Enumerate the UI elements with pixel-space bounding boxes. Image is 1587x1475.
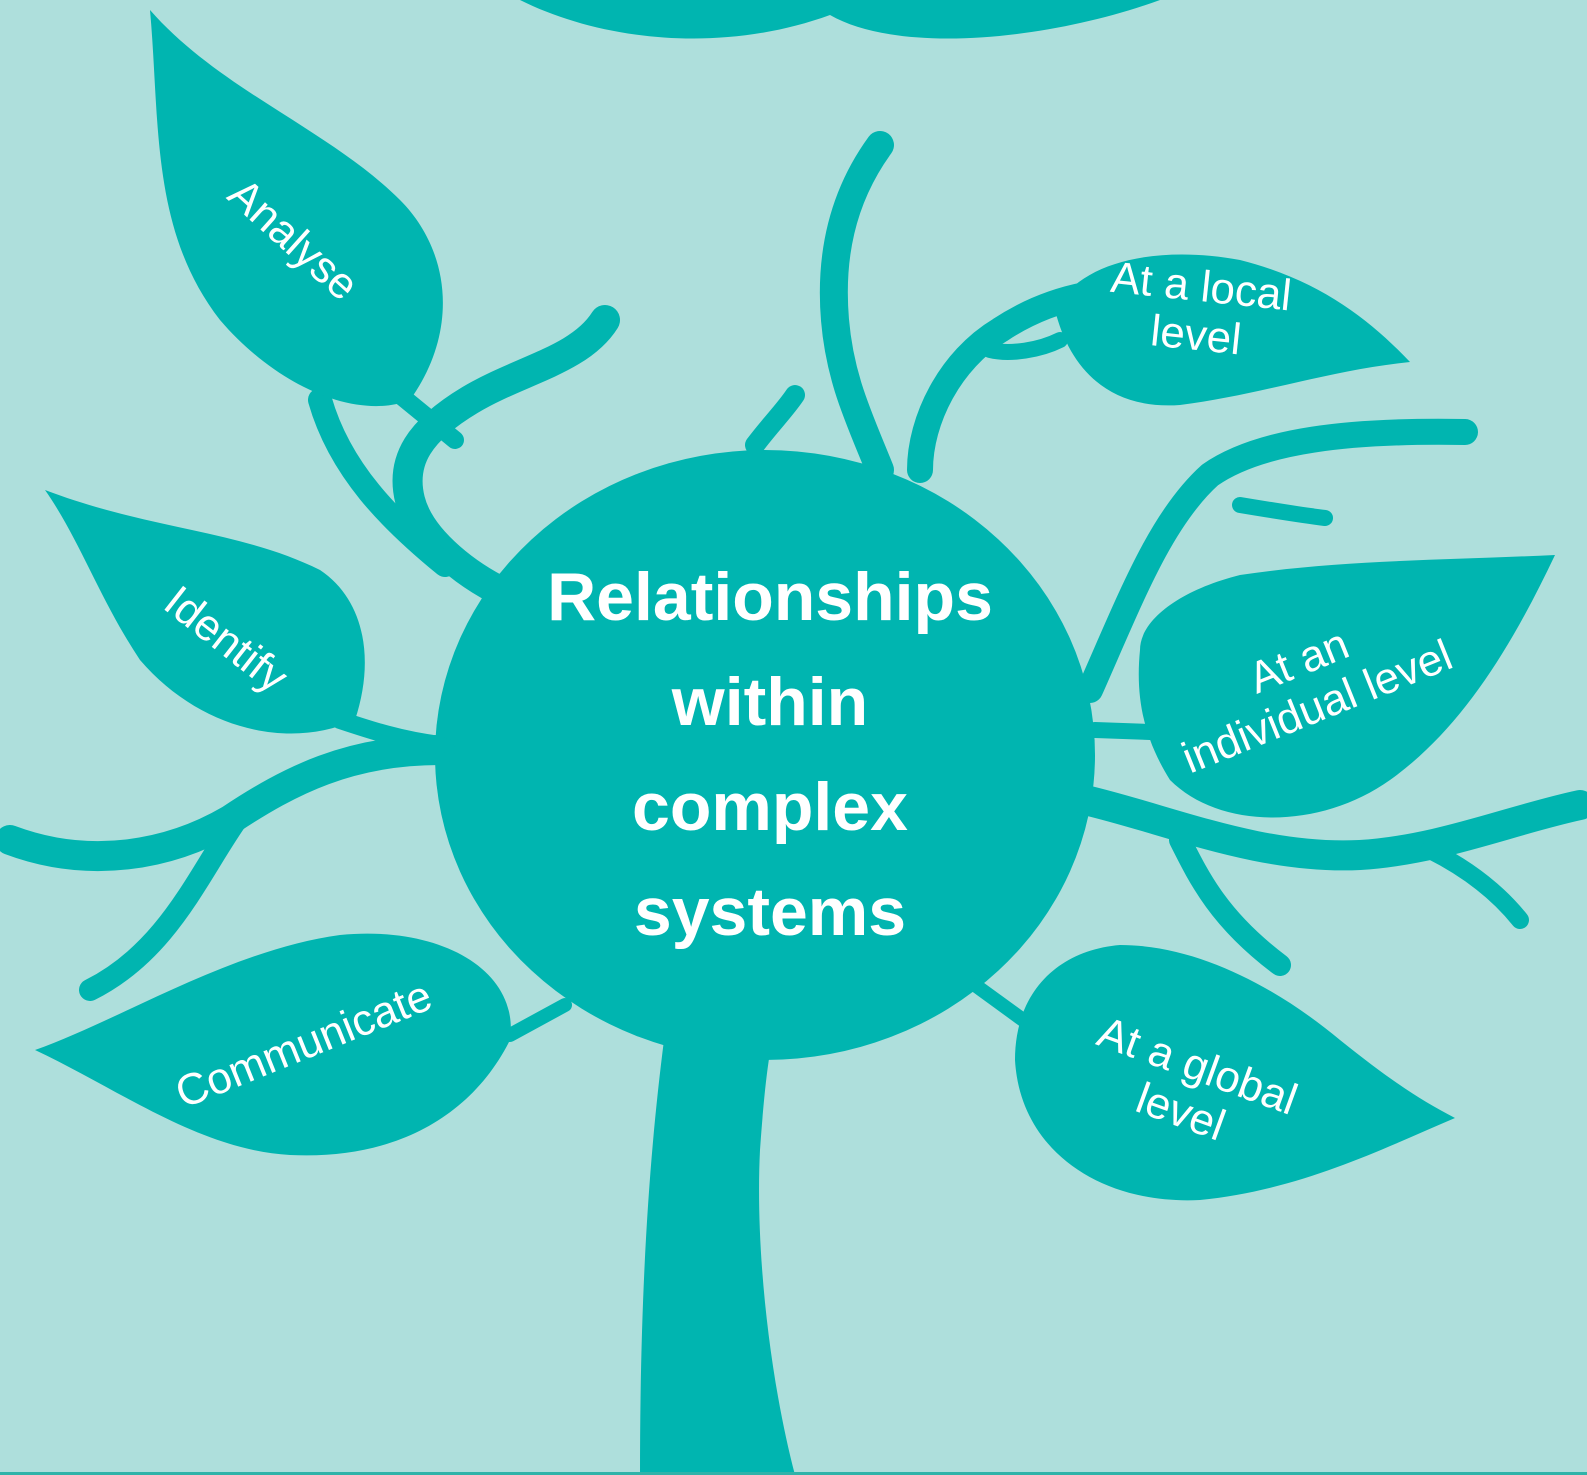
branch-top-center: [819, 131, 894, 484]
leaf-global-shape: [1015, 945, 1455, 1201]
leaf-local-shape: [1055, 254, 1410, 406]
branch-individual-stem: [1087, 722, 1158, 740]
top-canopy-shape: [520, 0, 1160, 39]
branch-right-lower-twig2: [1421, 841, 1529, 929]
branch-right-lower-twig: [1169, 829, 1291, 976]
center-title-line-2: within: [671, 664, 869, 740]
branch-analyse-stem: [391, 386, 464, 449]
branch-identify-stem: [331, 711, 449, 754]
tree-trunk: [640, 1010, 795, 1475]
branch-global-stem: [968, 978, 1037, 1032]
center-title-line-1: Relationships: [547, 559, 993, 635]
branch-right-upper: [1077, 418, 1478, 703]
center-circle: [435, 450, 1095, 1060]
branch-right-upper-twig: [1232, 497, 1333, 526]
center-title-line-4: systems: [633, 874, 907, 950]
bottom-rule: [0, 1472, 1587, 1475]
leaf-analyse-shape: [150, 10, 443, 407]
branch-local-stem: [982, 332, 1068, 360]
branch-top-small: [745, 385, 805, 455]
branch-right-lower: [1070, 785, 1587, 871]
center-title: Relationships within complex systems: [500, 545, 1040, 965]
branch-top-right: [907, 282, 1098, 483]
center-title-line-3: complex: [632, 769, 908, 845]
branch-upper-left-twig: [308, 388, 457, 577]
leaf-communicate-shape: [35, 933, 511, 1156]
leaf-label-local: At a local level: [1103, 253, 1294, 370]
branch-left-twig: [79, 804, 251, 1001]
leaf-identify-shape: [45, 490, 365, 734]
branch-communicate-stem: [503, 998, 572, 1042]
leaf-individual-shape: [1138, 555, 1555, 818]
